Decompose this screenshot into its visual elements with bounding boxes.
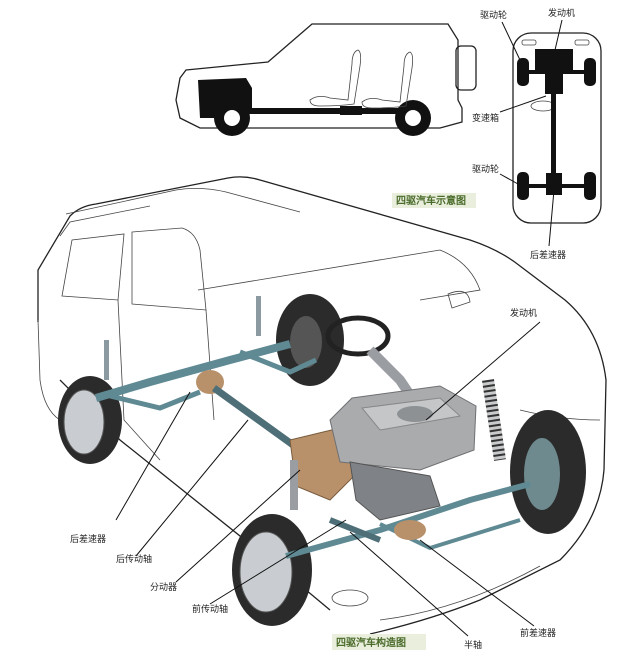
- front-side-window: [131, 227, 207, 311]
- label-front-driveshaft: 前传动轴: [192, 603, 228, 615]
- top-view-front-axle: [523, 70, 589, 74]
- main-caption-background: [332, 634, 426, 650]
- car-body-outline: [37, 176, 607, 635]
- leader-engine: [425, 321, 541, 421]
- front-shock-left: [290, 460, 298, 510]
- front-differential: [394, 520, 426, 540]
- top-view-rear-right-wheel: [584, 172, 596, 200]
- rear-shock-left: [104, 340, 109, 380]
- label-front-differential: 前差速器: [520, 627, 556, 639]
- leader-half-shaft: [349, 531, 469, 637]
- side-view-body-outline: [175, 23, 463, 129]
- label-top-engine: 发动机: [548, 7, 575, 19]
- side-view-seat-front: [309, 49, 362, 107]
- front-left-rim: [239, 531, 293, 613]
- top-view-rear-left-wheel: [517, 172, 529, 200]
- steering-wheel: [325, 315, 391, 357]
- roof-edge: [59, 205, 151, 237]
- front-bumper-line: [379, 565, 541, 621]
- rear-side-window: [61, 233, 125, 301]
- leader-transfer-case: [175, 469, 301, 583]
- label-rear-differential: 后差速器: [70, 533, 106, 545]
- rear-bumper: [37, 319, 61, 421]
- leader-front-driveshaft: [209, 519, 347, 605]
- leader-front-differential: [419, 539, 535, 627]
- top-diagram-caption: 四驱汽车示意图: [396, 194, 466, 207]
- roof-rail: [65, 188, 301, 215]
- label-top-rear-differential: 后差速器: [530, 249, 566, 261]
- front-driveshaft: [328, 517, 382, 543]
- windshield: [197, 249, 481, 301]
- side-view-seat-rear: [361, 51, 414, 109]
- engine: [329, 385, 477, 471]
- top-view-driveshaft: [551, 94, 556, 174]
- label-top-front-drive-wheel: 驱动轮: [480, 9, 507, 21]
- label-rear-driveshaft: 后传动轴: [116, 553, 152, 565]
- door-line-rear: [117, 299, 161, 461]
- side-view-coupling: [340, 106, 362, 115]
- fog-light: [331, 589, 369, 607]
- rear-right-rim: [290, 316, 322, 368]
- label-top-rear-drive-wheel: 驱动轮: [472, 163, 499, 175]
- top-view-rear-axle: [523, 184, 589, 188]
- gearbox: [349, 461, 441, 521]
- top-view-schematic: 驱动轮 发动机 变速箱 驱动轮 后差速器: [472, 7, 602, 261]
- rear-shock-right: [256, 296, 261, 336]
- label-transfer-case: 分动器: [150, 582, 177, 593]
- top-view-gearbox: [545, 72, 563, 94]
- cutaway-car: 发动机 后差速器 后传动轴 分动器 前传动轴 半轴 前差速器: [37, 176, 607, 651]
- leader-rear-differential: [115, 391, 191, 521]
- rear-left-rim: [63, 389, 105, 455]
- label-top-gearbox: 变速箱: [472, 112, 499, 124]
- top-view-body-outline: [512, 32, 602, 224]
- leader-rear-driveshaft: [135, 419, 249, 557]
- rear-axle: [94, 340, 292, 402]
- top-view-engine: [535, 49, 573, 73]
- side-view-driveshaft: [246, 108, 416, 114]
- top-view-front-right-wheel: [584, 58, 596, 86]
- main-diagram-caption: 四驱汽车构造图: [336, 636, 406, 649]
- front-axle: [285, 481, 531, 559]
- rear-driveshaft: [211, 385, 303, 453]
- label-engine: 发动机: [510, 307, 537, 319]
- spare-tire: [455, 45, 477, 91]
- label-half-shaft: 半轴: [464, 639, 482, 651]
- side-view-schematic: [175, 23, 477, 136]
- side-mirror: [447, 290, 471, 309]
- top-view-front-left-wheel: [517, 58, 529, 86]
- front-right-hub: [524, 438, 560, 510]
- top-caption-background: [392, 193, 476, 208]
